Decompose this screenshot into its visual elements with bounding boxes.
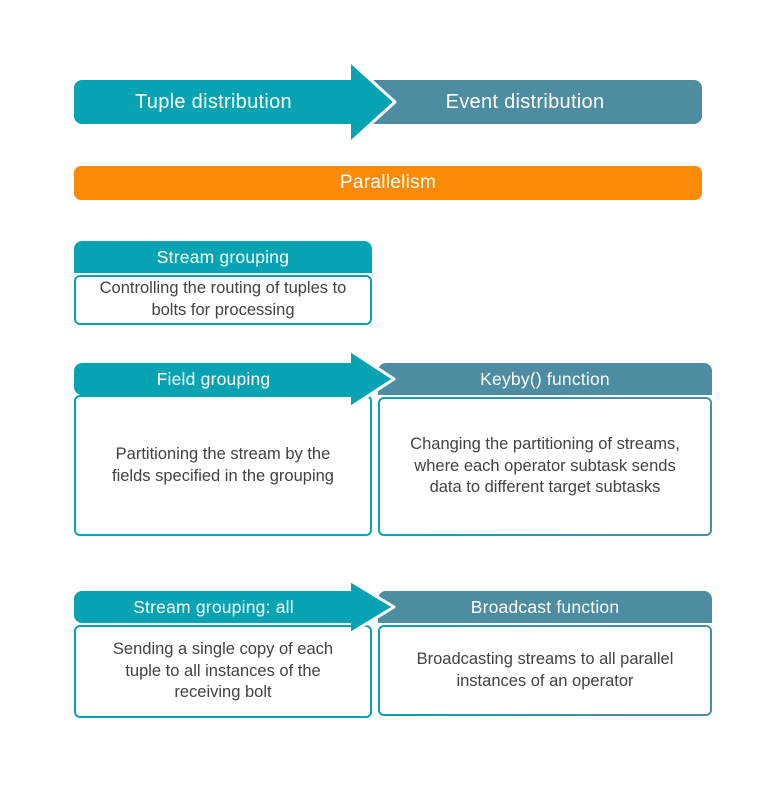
- broadcast-function-description: Broadcasting streams to all parallel ins…: [380, 627, 710, 714]
- stream-grouping-header-label: Stream grouping: [156, 246, 290, 267]
- keyby-function-header-label: Keyby() function: [480, 368, 610, 389]
- broadcast-function-card: Broadcasting streams to all parallel ins…: [378, 625, 712, 716]
- field-grouping-header: Field grouping: [74, 363, 353, 395]
- stream-grouping-all-description: Sending a single copy of each tuple to a…: [74, 625, 372, 718]
- stream-grouping-all-header: Stream grouping: all: [74, 591, 353, 623]
- keyby-function-card: Changing the partitioning of streams, wh…: [378, 397, 712, 536]
- broadcast-function-header-label: Broadcast function: [470, 596, 620, 617]
- broadcast-function-header: Broadcast function: [378, 591, 712, 623]
- flow-arrowhead-icon: [349, 579, 396, 635]
- stream-grouping-all-header-label: Stream grouping: all: [133, 596, 294, 617]
- tuple-distribution-label: Tuple distribution: [135, 90, 292, 113]
- parallelism-label: Parallelism: [339, 172, 437, 193]
- stream-grouping-header: Stream grouping: [74, 241, 372, 273]
- stream-grouping-description: Controlling the routing of tuples to bol…: [74, 275, 372, 325]
- field-grouping-header-label: Field grouping: [156, 368, 271, 389]
- flow-arrowhead-icon: [349, 60, 397, 144]
- event-distribution-bar: Event distribution: [348, 80, 702, 124]
- flow-arrowhead-icon: [349, 349, 396, 409]
- keyby-function-header: Keyby() function: [378, 363, 712, 395]
- event-distribution-label: Event distribution: [445, 90, 605, 113]
- parallelism-bar: Parallelism: [74, 166, 702, 200]
- field-grouping-description: Partitioning the stream by the fields sp…: [74, 395, 372, 536]
- keyby-function-description: Changing the partitioning of streams, wh…: [380, 399, 710, 534]
- tuple-distribution-bar: Tuple distribution: [74, 80, 353, 124]
